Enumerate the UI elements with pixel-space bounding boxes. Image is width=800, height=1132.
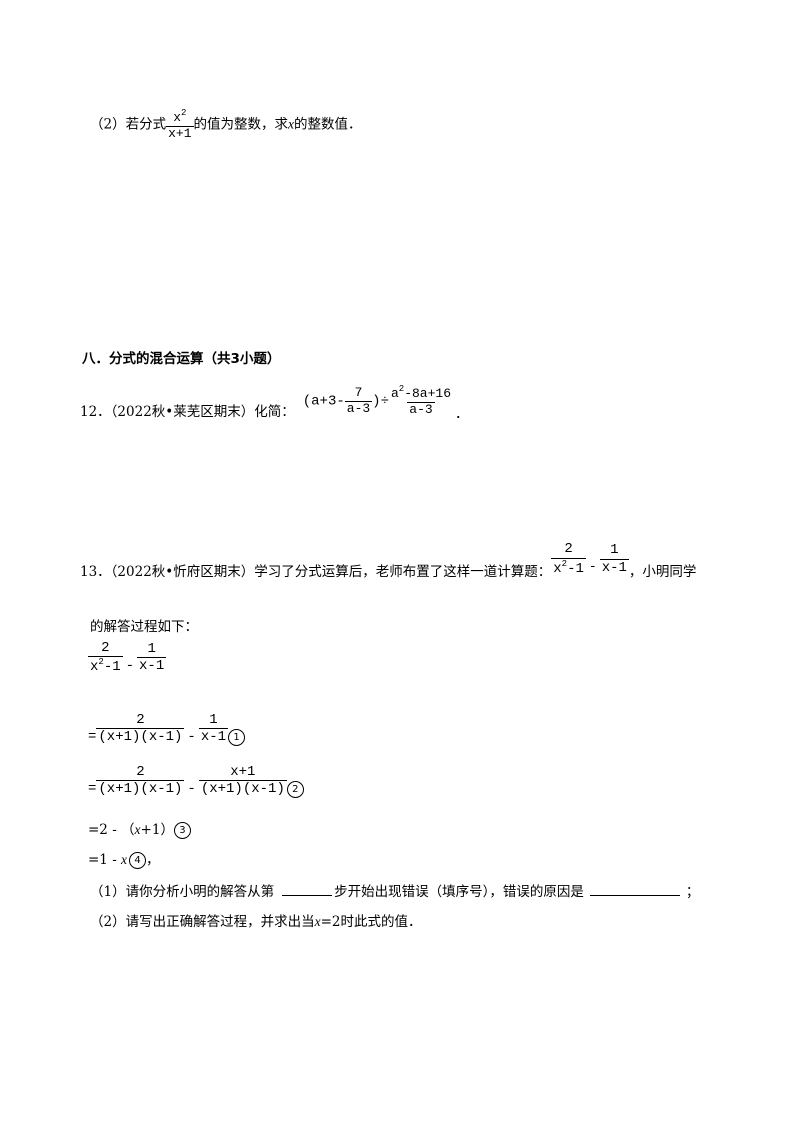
step2-fraction-1: 2(x+1)(x-1) xyxy=(96,764,185,798)
step2-fraction-2: x+1(x+1)(x-1) xyxy=(198,764,287,798)
answer-blank-step[interactable] xyxy=(282,895,333,896)
q13-step-3: =2 - （x+1）3 xyxy=(88,818,191,839)
q13-sub-1: （1）请你分析小明的解答从第步开始出现错误（填序号），错误的原因是； xyxy=(90,884,700,900)
q11-suffix-b: 的整数值． xyxy=(294,116,362,133)
q11-suffix-a: 的值为整数，求 xyxy=(193,116,289,133)
step1-fraction-1: 2(x+1)(x-1) xyxy=(96,712,185,746)
step-marker-2: 2 xyxy=(286,781,304,799)
q11-var: x xyxy=(288,116,294,132)
q13-sub-2: （2）请写出正确解答过程，并求出当x=2时此式的值． xyxy=(90,914,422,930)
q12-end: ． xyxy=(455,406,469,422)
q11-prefix: （2）若分式 xyxy=(90,116,167,133)
step-marker-4: 4 xyxy=(129,852,147,869)
section-heading: 八．分式的混合运算（共3小题） xyxy=(82,351,281,367)
step-marker-1: 1 xyxy=(228,729,246,747)
q13-tail: ，小明同学 xyxy=(628,564,697,580)
q13-step-2: =2(x+1)(x-1)-x+1(x+1)(x-1)2 xyxy=(88,764,304,799)
q13-line2: 的解答过程如下： xyxy=(90,619,198,635)
q12-label: 12．（2022秋•莱芜区期末）化简： xyxy=(80,404,295,420)
answer-blank-reason[interactable] xyxy=(589,895,680,896)
q13-label: 13．（2022秋•忻府区期末）学习了分式运算后，老师布置了这样一道计算题： xyxy=(80,564,552,580)
step-marker-3: 3 xyxy=(173,822,191,839)
